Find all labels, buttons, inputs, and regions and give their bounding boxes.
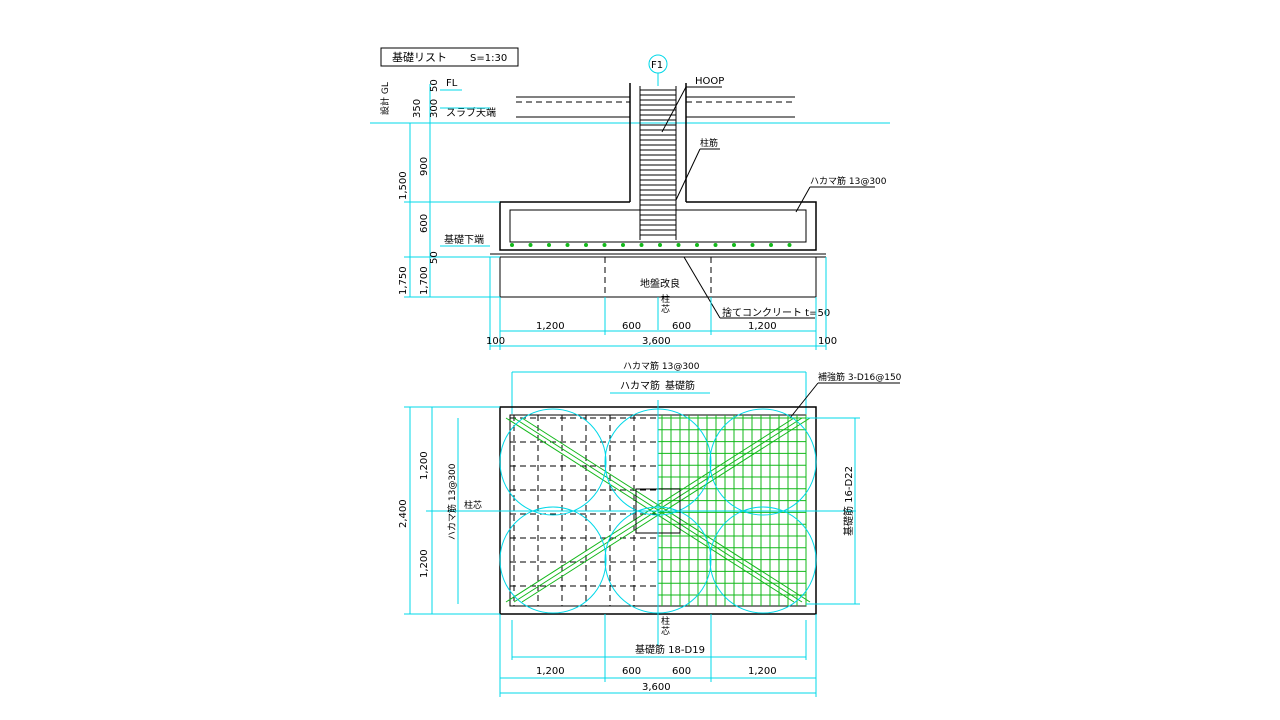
rebar-dot-11 bbox=[713, 243, 718, 247]
slab-top-label: スラブ天端 bbox=[446, 106, 496, 119]
col-center-section-2: 芯 bbox=[661, 303, 670, 315]
column-hoops bbox=[640, 89, 676, 236]
rebar-dot-15 bbox=[787, 243, 792, 247]
plan-circle-4 bbox=[499, 506, 607, 614]
rebar-dot-10 bbox=[695, 243, 699, 247]
plan-hakama-top: ハカマ筋 13@300 bbox=[623, 360, 700, 372]
hdim-600a: 600 bbox=[622, 321, 641, 332]
rebar-dot-8 bbox=[658, 243, 662, 247]
plan-diagonal-bars bbox=[505, 417, 811, 603]
title-block: 基礎リスト S=1:30 bbox=[380, 47, 519, 67]
plan-col-center-bottom-2: 芯 bbox=[661, 625, 670, 637]
rebar-dot-6 bbox=[621, 243, 625, 247]
plan-footing-bar-label: 基礎筋 bbox=[665, 379, 695, 392]
plan-hdim-600b: 600 bbox=[672, 666, 691, 677]
vdim-50b: 50 bbox=[429, 251, 440, 264]
vdim-300: 300 bbox=[429, 99, 440, 118]
hdim-1200b: 1,200 bbox=[748, 321, 777, 332]
hoop-leader bbox=[661, 86, 687, 133]
rebar-dot-14 bbox=[769, 243, 773, 247]
plan-vdim-1200b: 1,200 bbox=[419, 549, 430, 578]
col-center-section-1: 柱 bbox=[661, 293, 670, 305]
footing-rebar-cage bbox=[509, 209, 807, 243]
fl-label: FL bbox=[446, 78, 458, 89]
plan-view: ハカマ筋 13@300 ハカマ筋 基礎筋 補強筋 3-D16@150 bbox=[398, 360, 902, 697]
offset-left: 100 bbox=[486, 336, 505, 347]
rebar-dot-13 bbox=[750, 243, 755, 247]
grid-label: F1 bbox=[651, 60, 663, 71]
plan-circle-6 bbox=[709, 506, 817, 614]
footing-outline bbox=[499, 201, 817, 251]
vdim-1700: 1,700 bbox=[419, 266, 430, 295]
column-bar-label: 柱筋 bbox=[700, 137, 718, 149]
gl-label: 設計 GL bbox=[379, 82, 391, 115]
bottom-rebar-dots bbox=[510, 243, 792, 247]
plan-left-bar-label: ハカマ筋 13@300 bbox=[446, 463, 458, 540]
vdim-350: 350 bbox=[412, 99, 423, 118]
plan-hdim-1200a: 1,200 bbox=[536, 666, 565, 677]
plan-hdim-600a: 600 bbox=[622, 666, 641, 677]
rebar-dot-0 bbox=[510, 243, 514, 247]
section-view: F1 地盤改良 HOOP 柱筋 ハカマ筋 13 bbox=[370, 54, 890, 350]
plan-hdim-total: 3,600 bbox=[642, 682, 671, 693]
rebar-dot-4 bbox=[584, 243, 588, 247]
rebar-dot-12 bbox=[732, 243, 736, 247]
plan-hdim-1200b: 1,200 bbox=[748, 666, 777, 677]
hoop-label: HOOP bbox=[695, 76, 724, 87]
plan-hoop-bar: 補強筋 3-D16@150 bbox=[818, 371, 902, 383]
rebar-dot-5 bbox=[602, 243, 607, 247]
title-frame bbox=[380, 47, 519, 67]
ground-improvement-box bbox=[499, 256, 817, 298]
plan-col-center-bottom-1: 柱 bbox=[661, 615, 670, 627]
lean-concrete-label: 捨てコンクリート t=50 bbox=[722, 306, 830, 319]
vdim-600: 600 bbox=[419, 214, 430, 233]
plan-col-center-left: 柱芯 bbox=[464, 499, 482, 511]
plan-hoop-leader bbox=[789, 382, 819, 419]
plan-circle-3 bbox=[709, 408, 817, 516]
col-leader bbox=[675, 148, 701, 201]
plan-circle-1 bbox=[499, 408, 607, 516]
title-scale: S=1:30 bbox=[470, 53, 507, 64]
vdim-50: 50 bbox=[429, 79, 440, 92]
lean-leader bbox=[683, 256, 721, 319]
plan-bottom-bar-label: 基礎筋 18-D19 bbox=[635, 643, 705, 656]
vdim-1500: 1,500 bbox=[398, 171, 409, 200]
plan-vdim-2400: 2,400 bbox=[398, 499, 409, 528]
rebar-dot-2 bbox=[547, 243, 551, 247]
rebar-dot-9 bbox=[676, 243, 681, 247]
rebar-dot-3 bbox=[565, 243, 570, 247]
plan-hakama-label: ハカマ筋 bbox=[620, 379, 660, 392]
plan-right-bar-label: 基礎筋 16-D22 bbox=[842, 466, 855, 536]
hakama-leader bbox=[795, 186, 811, 213]
footing-bottom-label: 基礎下端 bbox=[444, 233, 484, 246]
hdim-600b: 600 bbox=[672, 321, 691, 332]
hakama-label-section: ハカマ筋 13@300 bbox=[810, 175, 887, 187]
plan-diag-b-0 bbox=[505, 417, 795, 603]
rebar-dot-1 bbox=[528, 243, 533, 247]
hdim-total-section: 3,600 bbox=[642, 336, 671, 347]
ground-improvement-label: 地盤改良 bbox=[640, 277, 680, 290]
offset-right: 100 bbox=[818, 336, 837, 347]
hdim-1200a: 1,200 bbox=[536, 321, 565, 332]
plan-vdim-1200a: 1,200 bbox=[419, 451, 430, 480]
plan-diag-b-2 bbox=[521, 417, 811, 603]
vdim-1750: 1,750 bbox=[398, 266, 409, 295]
title-text: 基礎リスト bbox=[392, 51, 447, 64]
vdim-900: 900 bbox=[419, 157, 430, 176]
rebar-dot-7 bbox=[639, 243, 644, 247]
